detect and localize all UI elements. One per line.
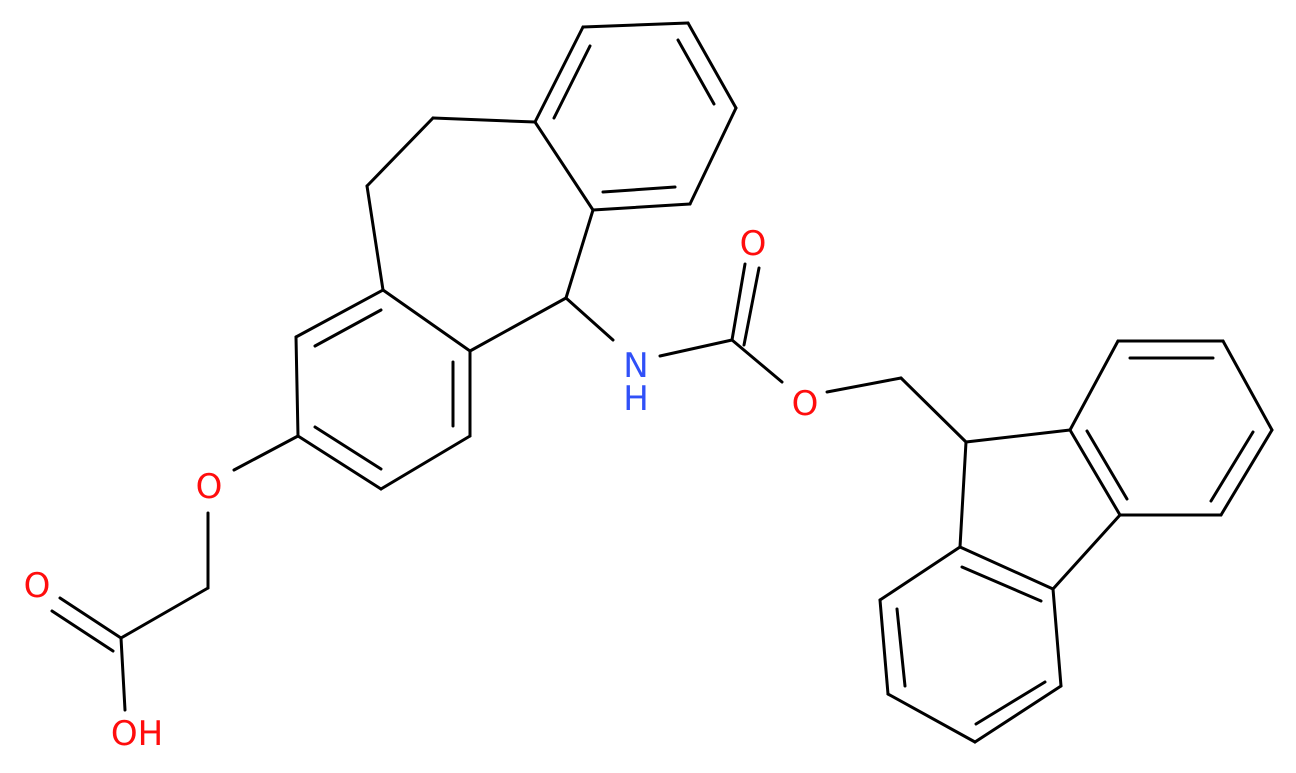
fluorenyl <box>878 339 1274 744</box>
bond-inner <box>1085 429 1129 501</box>
bond-inner <box>676 38 716 106</box>
bond <box>686 21 738 110</box>
bond <box>533 25 585 124</box>
bond-inner <box>960 565 1043 603</box>
bond <box>58 596 123 640</box>
bond <box>1051 513 1122 591</box>
acid-carbonyl-oxygen-label: O <box>24 566 51 606</box>
bond <box>1068 339 1120 432</box>
bond <box>730 338 784 384</box>
nitrogen-hydrogen-label: H <box>623 379 649 419</box>
bond <box>533 120 595 212</box>
ether-oxygen-label: O <box>196 467 223 507</box>
bond <box>1051 587 1063 688</box>
bond <box>973 684 1063 744</box>
central-ring <box>365 116 595 353</box>
bond <box>564 208 595 300</box>
bond <box>1221 339 1274 432</box>
bond <box>742 266 761 347</box>
bond <box>431 116 537 124</box>
bond-inner <box>601 185 677 194</box>
bond <box>119 586 210 640</box>
bond <box>381 288 472 353</box>
bond <box>365 116 435 188</box>
bond <box>365 184 385 292</box>
bond <box>688 106 738 206</box>
bond <box>878 598 890 696</box>
bond <box>294 288 385 339</box>
ring-top-right <box>533 21 738 212</box>
bond <box>379 434 472 491</box>
bond-inner <box>313 308 383 348</box>
bond-inner <box>895 607 907 688</box>
carbamate <box>564 262 968 444</box>
bond <box>886 692 977 744</box>
bond-inner <box>974 680 1047 726</box>
bond <box>899 376 968 444</box>
bond <box>730 262 747 342</box>
bond <box>581 21 690 29</box>
bond-inner <box>552 44 592 120</box>
bond <box>658 338 734 358</box>
bond <box>294 335 300 438</box>
oxyacetic-acid <box>50 434 300 712</box>
bond <box>232 434 300 472</box>
bond <box>825 376 903 394</box>
bond <box>1068 428 1122 517</box>
bond <box>964 428 1072 444</box>
ester-oxygen-label: O <box>792 384 819 424</box>
bond <box>468 296 568 353</box>
bond <box>958 545 1055 591</box>
hydroxyl-label: OH <box>111 714 163 754</box>
bond <box>958 440 968 549</box>
bond-inner <box>313 425 383 471</box>
bond <box>591 202 692 212</box>
carbonyl-oxygen-label: O <box>740 224 767 264</box>
bond <box>878 545 962 602</box>
bond <box>1219 428 1274 517</box>
bond-inner <box>1209 430 1255 503</box>
bond <box>564 296 615 342</box>
bond <box>296 434 383 491</box>
bond <box>50 609 115 653</box>
ring-left <box>294 288 472 491</box>
nitrogen-label: N <box>623 346 648 386</box>
bond <box>119 636 127 712</box>
